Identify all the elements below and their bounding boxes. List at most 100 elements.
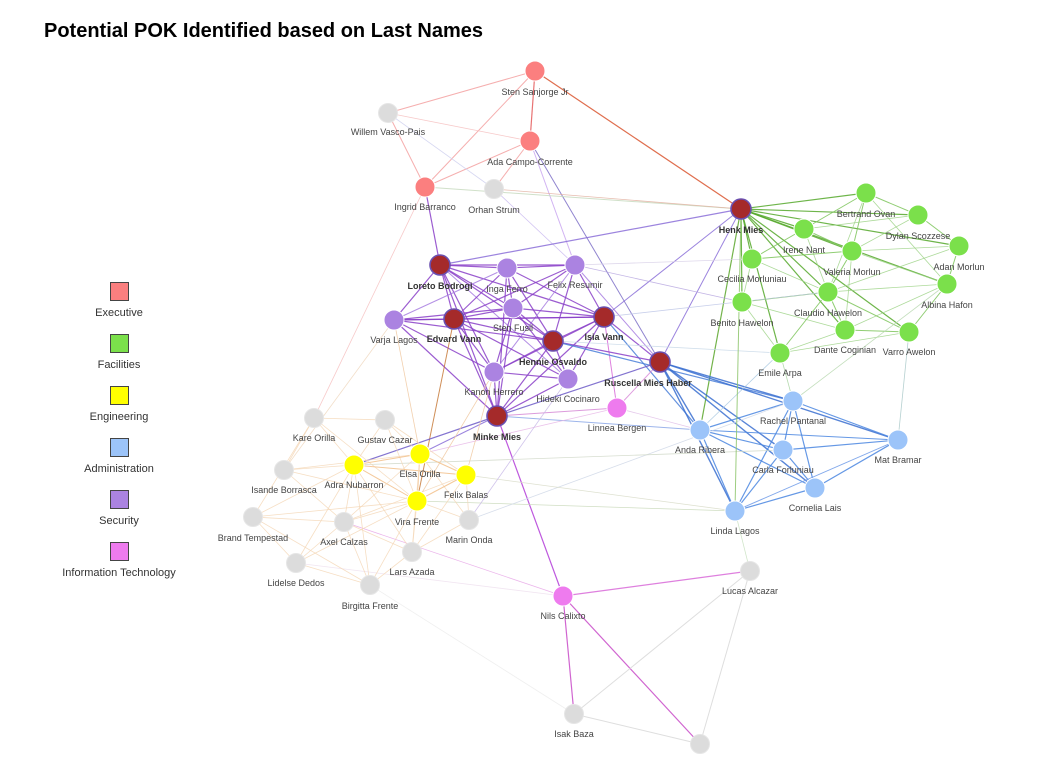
node-felix-resumir[interactable]: Felix Resumir (547, 254, 603, 290)
node-birgitta-frente[interactable]: Birgitta Frente (342, 575, 399, 612)
node-circle[interactable] (649, 351, 671, 373)
node-circle[interactable] (459, 510, 479, 530)
node-circle[interactable] (887, 429, 909, 451)
node-hideki-cocinaro[interactable]: Hideki Cocinaro (536, 368, 600, 404)
node-circle[interactable] (724, 500, 746, 522)
node-nils-calixto[interactable]: Nils Calixto (540, 585, 586, 621)
node-dylan-scozzese[interactable]: Dylan Scozzese (886, 204, 951, 241)
node-varja-lagos[interactable]: Varja Lagos (370, 309, 418, 345)
node-circle[interactable] (402, 542, 422, 562)
node-circle[interactable] (564, 254, 586, 276)
node-lucas-alcazar[interactable]: Lucas Alcazar (722, 561, 778, 597)
node-circle[interactable] (502, 297, 524, 319)
node-circle[interactable] (552, 585, 574, 607)
node-circle[interactable] (948, 235, 970, 257)
node-circle[interactable] (383, 309, 405, 331)
node-emile-arpa[interactable]: Emile Arpa (758, 342, 802, 378)
node-circle[interactable] (841, 240, 863, 262)
node-felix-balas[interactable]: Felix Balas (444, 464, 489, 500)
node-kare-orilla[interactable]: Kare Orilla (293, 408, 336, 444)
node-circle[interactable] (483, 361, 505, 383)
node-minke-mies[interactable]: Minke Mies (473, 405, 521, 442)
node-circle[interactable] (689, 419, 711, 441)
node-circle[interactable] (936, 273, 958, 295)
node-circle[interactable] (243, 507, 263, 527)
node-edvard-vann[interactable]: Edvard Vann (427, 308, 482, 344)
node-anda-ribera[interactable]: Anda Ribera (675, 419, 725, 455)
node-willem-vasco-pais[interactable]: Willem Vasco-Pais (351, 103, 426, 138)
node-circle[interactable] (782, 390, 804, 412)
node-cornelia-lais[interactable]: Cornelia Lais (789, 477, 842, 513)
node-lars-azada[interactable]: Lars Azada (389, 542, 435, 578)
node-circle[interactable] (741, 248, 763, 270)
node-sten-fusil[interactable]: Sten Fusil (493, 297, 533, 333)
node-kanon-herrero[interactable]: Kanon Herrero (464, 361, 524, 397)
node-adra-nubarron[interactable]: Adra Nubarron (324, 454, 384, 490)
node-carla-forluniau[interactable]: Carla Forluniau (752, 439, 814, 475)
node-dante-coginian[interactable]: Dante Coginian (814, 319, 876, 355)
node-albina-hafon[interactable]: Albina Hafon (921, 273, 973, 310)
node-circle[interactable] (557, 368, 579, 390)
node-henk-mies[interactable]: Henk Mies (719, 198, 764, 235)
node-circle[interactable] (484, 179, 504, 199)
node-ada-campo-corrente[interactable]: Ada Campo-Corrente (487, 130, 573, 167)
node-linnea-bergen[interactable]: Linnea Bergen (588, 397, 647, 433)
node-unnamed[interactable] (690, 734, 710, 754)
node-circle[interactable] (343, 454, 365, 476)
node-circle[interactable] (274, 460, 294, 480)
node-linda-lagos[interactable]: Linda Lagos (710, 500, 760, 536)
node-circle[interactable] (360, 575, 380, 595)
node-mat-bramar[interactable]: Mat Bramar (874, 429, 922, 465)
node-isande-borrasca[interactable]: Isande Borrasca (251, 460, 317, 496)
node-circle[interactable] (855, 182, 877, 204)
node-circle[interactable] (593, 306, 615, 328)
node-sten-sanjorge-jr[interactable]: Sten Sanjorge Jr (501, 60, 569, 97)
node-axel-calzas[interactable]: Axel Calzas (320, 512, 368, 548)
node-ruscella-mies-haber[interactable]: Ruscella Mies Haber (604, 351, 692, 388)
node-irene-nant[interactable]: Irene Nant (783, 218, 826, 255)
node-rachel-pantanal[interactable]: Rachel Pantanal (760, 390, 826, 426)
node-bertrand-ovan[interactable]: Bertrand Ovan (837, 182, 896, 219)
node-marin-onda[interactable]: Marin Onda (445, 510, 493, 546)
node-circle[interactable] (496, 257, 518, 279)
node-circle[interactable] (817, 281, 839, 303)
node-inga-ferro[interactable]: Inga Ferro (486, 257, 528, 294)
node-circle[interactable] (834, 319, 856, 341)
node-adan-morlun[interactable]: Adan Morlun (933, 235, 985, 272)
node-circle[interactable] (564, 704, 584, 724)
node-circle[interactable] (690, 734, 710, 754)
node-isia-vann[interactable]: Isia Vann (584, 306, 624, 342)
node-circle[interactable] (769, 342, 791, 364)
node-circle[interactable] (793, 218, 815, 240)
node-circle[interactable] (772, 439, 794, 461)
node-vira-frente[interactable]: Vira Frente (395, 490, 439, 527)
node-circle[interactable] (443, 308, 465, 330)
node-circle[interactable] (414, 176, 436, 198)
node-elsa-orilla[interactable]: Elsa Orilla (399, 443, 441, 479)
node-circle[interactable] (409, 443, 431, 465)
node-circle[interactable] (606, 397, 628, 419)
node-varro-awelon[interactable]: Varro Awelon (883, 321, 936, 357)
node-circle[interactable] (907, 204, 929, 226)
node-circle[interactable] (898, 321, 920, 343)
node-lidelse-dedos[interactable]: Lidelse Dedos (267, 553, 325, 589)
node-circle[interactable] (524, 60, 546, 82)
node-claudio-hawelon[interactable]: Claudio Hawelon (794, 281, 862, 318)
node-circle[interactable] (375, 410, 395, 430)
node-circle[interactable] (286, 553, 306, 573)
node-circle[interactable] (378, 103, 398, 123)
node-gustav-cazar[interactable]: Gustav Cazar (357, 410, 413, 446)
node-circle[interactable] (334, 512, 354, 532)
node-circle[interactable] (455, 464, 477, 486)
node-circle[interactable] (731, 291, 753, 313)
node-isak-baza[interactable]: Isak Baza (554, 704, 594, 740)
node-circle[interactable] (730, 198, 752, 220)
node-loreto-bodrogi[interactable]: Loreto Bodrogi (408, 254, 473, 291)
node-circle[interactable] (519, 130, 541, 152)
node-circle[interactable] (740, 561, 760, 581)
node-circle[interactable] (486, 405, 508, 427)
node-circle[interactable] (429, 254, 451, 276)
node-circle[interactable] (406, 490, 428, 512)
node-hennie-osvaldo[interactable]: Hennie Osvaldo (519, 330, 588, 367)
